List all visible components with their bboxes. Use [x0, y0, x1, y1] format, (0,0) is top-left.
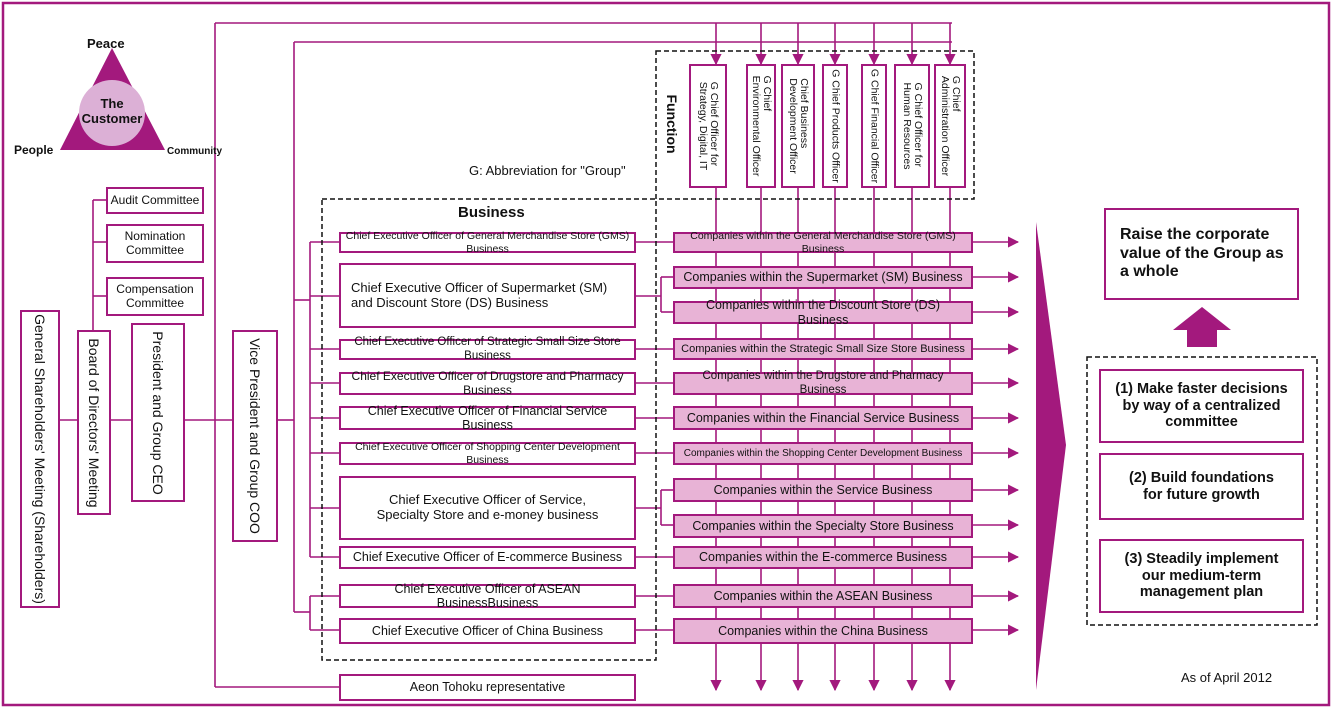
ceo-sm-ds-box: Chief Executive Officer of Supermarket (…: [339, 263, 636, 328]
function-financial-officer-label: G Chief Financial Officer: [868, 68, 881, 184]
ceo-china-box: Chief Executive Officer of China Busines…: [339, 618, 636, 644]
ceo-financial-box: Chief Executive Officer of Financial Ser…: [339, 404, 636, 432]
nomination-committee-box: Nomination Committee: [106, 224, 204, 263]
ceo-small-store-box: Chief Executive Officer of Strategic Sma…: [339, 336, 636, 362]
president-label: President and Group CEO: [150, 330, 166, 495]
function-business-development-officer-label: Chief Business Development Officer: [787, 78, 811, 174]
triangle-center-label: The Customer: [81, 96, 143, 126]
shareholders-meeting-box: General Shareholders' Meeting (Sharehold…: [20, 310, 60, 608]
function-hr-officer: G Chief Officer for Human Resources: [894, 64, 930, 188]
ceo-gms-box: Chief Executive Officer of General Merch…: [339, 230, 636, 255]
company-ds-box: Companies within the Discount Store (DS)…: [673, 298, 973, 327]
function-label: Function: [662, 94, 682, 154]
triangle-left-label: People: [14, 143, 54, 157]
goal-box: Raise the corporate value of the Group a…: [1104, 208, 1299, 300]
company-gms-box: Companies within the General Merchandise…: [673, 230, 973, 255]
company-specialty-store-box: Companies within the Specialty Store Bus…: [673, 514, 973, 538]
company-china-box: Companies within the China Business: [673, 618, 973, 644]
function-hr-officer-label: G Chief Officer for Human Resources: [901, 82, 925, 170]
company-service-box: Companies within the Service Business: [673, 478, 973, 502]
function-financial-officer: G Chief Financial Officer: [861, 64, 887, 188]
ceo-drugstore-box: Chief Executive Officer of Drugstore and…: [339, 369, 636, 396]
abbreviation-note: G: Abbreviation for "Group": [469, 163, 626, 178]
company-drugstore-box: Companies within the Drugstore and Pharm…: [673, 370, 973, 396]
president-box: President and Group CEO: [131, 323, 185, 502]
shareholders-meeting-label: General Shareholders' Meeting (Sharehold…: [32, 314, 48, 604]
audit-committee-box: Audit Committee: [106, 187, 204, 214]
company-shopping-center-box: Companies within the Shopping Center Dev…: [673, 442, 973, 465]
company-asean-box: Companies within the ASEAN Business: [673, 584, 973, 608]
ceo-asean-box: Chief Executive Officer of ASEAN Busines…: [339, 582, 636, 610]
initiative-1-box: (1) Make faster decisions by way of a ce…: [1099, 369, 1304, 443]
function-administration-officer-label: G Chief Administration Officer: [939, 75, 963, 177]
date-note: As of April 2012: [1181, 670, 1273, 685]
function-label-text: Function: [664, 94, 680, 154]
compensation-committee-box: Compensation Committee: [106, 277, 204, 316]
function-environmental-officer-label: G Chief Environmental Officer: [750, 75, 774, 177]
triangle-right-label: Community: [167, 146, 222, 157]
function-administration-officer: G Chief Administration Officer: [934, 64, 966, 188]
initiative-3-box: (3) Steadily implement our medium-term m…: [1099, 539, 1304, 613]
ceo-shopping-center-box: Chief Executive Officer of Shopping Cent…: [339, 441, 636, 466]
board-meeting-label: Board of Directors' Meeting: [86, 337, 102, 508]
company-financial-box: Companies within the Financial Service B…: [673, 406, 973, 430]
company-ecommerce-box: Companies within the E-commerce Business: [673, 546, 973, 569]
vice-president-label: Vice President and Group COO: [247, 338, 263, 534]
board-meeting-box: Board of Directors' Meeting: [77, 330, 111, 515]
tohoku-representative-box: Aeon Tohoku representative: [339, 674, 636, 701]
function-strategy-officer-label: G Chief Officer for Strategy, Digital, I…: [697, 81, 721, 171]
function-products-officer-label: G Chief Products Officer: [829, 69, 842, 183]
company-small-store-box: Companies within the Strategic Small Siz…: [673, 338, 973, 360]
initiative-2-box: (2) Build foundations for future growth: [1099, 453, 1304, 520]
function-business-development-officer: Chief Business Development Officer: [781, 64, 815, 188]
ceo-service-specialty-box: Chief Executive Officer of Service, Spec…: [339, 476, 636, 540]
function-products-officer: G Chief Products Officer: [822, 64, 848, 188]
company-sm-box: Companies within the Supermarket (SM) Bu…: [673, 266, 973, 289]
function-environmental-officer: G Chief Environmental Officer: [746, 64, 776, 188]
vice-president-box: Vice President and Group COO: [232, 330, 278, 542]
function-strategy-officer: G Chief Officer for Strategy, Digital, I…: [689, 64, 727, 188]
triangle-top-label: Peace: [87, 36, 125, 51]
ceo-ecommerce-box: Chief Executive Officer of E-commerce Bu…: [339, 546, 636, 569]
business-label: Business: [458, 204, 525, 221]
